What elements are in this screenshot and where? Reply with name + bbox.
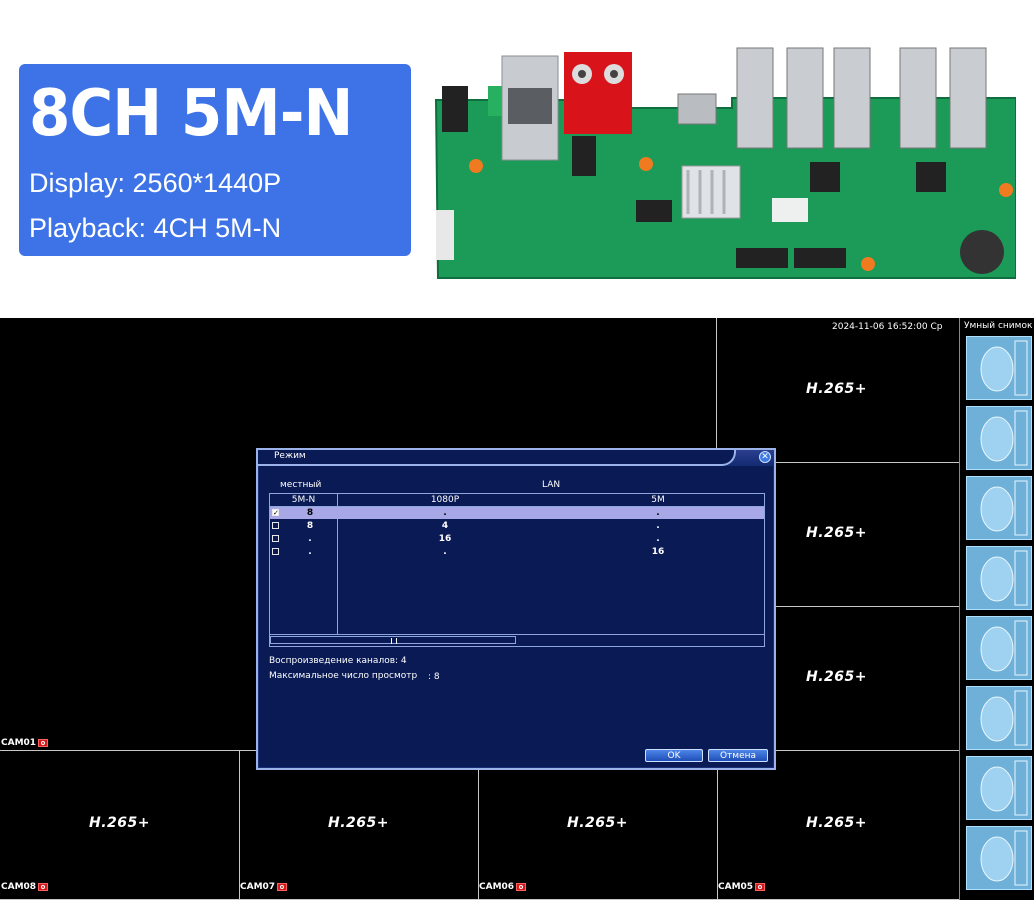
cell-5m: . xyxy=(656,521,660,531)
camera-name: CAM05 xyxy=(718,882,754,892)
column-header: 5M-N xyxy=(291,495,316,505)
camera-name: CAM08 xyxy=(1,882,37,892)
record-icon xyxy=(38,739,49,747)
row-checkbox[interactable] xyxy=(272,535,279,542)
cell-5m-n: . xyxy=(308,547,312,557)
codec-label: H.265+ xyxy=(806,525,867,541)
record-icon xyxy=(38,883,49,891)
scrollbar-thumb[interactable] xyxy=(270,636,516,644)
max-view-label: Максимальное число просмотр xyxy=(269,671,418,681)
playback-label-text: Воспроизведение каналов: xyxy=(269,656,399,666)
face-snapshot-thumbnail[interactable] xyxy=(966,336,1032,400)
smart-snapshot-title: Умный снимок xyxy=(964,321,1033,331)
header-divider xyxy=(270,506,764,507)
face-snapshot-thumbnail[interactable] xyxy=(966,406,1032,470)
smart-snapshot-panel xyxy=(959,318,1034,900)
camera-name: CAM06 xyxy=(479,882,515,892)
max-view-value: : 8 xyxy=(428,672,440,682)
row-checkbox[interactable] xyxy=(272,522,279,529)
cell-5m-n: 8 xyxy=(306,508,314,518)
face-snapshot-thumbnail[interactable] xyxy=(966,826,1032,890)
camera-name: CAM07 xyxy=(240,882,276,892)
promo-title: 8CH 5M-N xyxy=(29,77,353,151)
codec-label: H.265+ xyxy=(806,381,867,397)
codec-label: H.265+ xyxy=(89,815,150,831)
cell-5m: 16 xyxy=(651,547,665,557)
table-row[interactable]: . . 16 xyxy=(270,546,764,558)
mode-dialog: Режим ✕ местный LAN 5M-N 1080P 5M ✓ 8 . … xyxy=(256,448,776,770)
datetime-display: 2024-11-06 16:52:00 Ср xyxy=(832,322,943,332)
codec-label: H.265+ xyxy=(806,669,867,685)
camera-label-cam01: CAM01 xyxy=(1,738,49,748)
local-label: местный xyxy=(280,480,322,490)
row-checkbox[interactable] xyxy=(272,548,279,555)
promo-playback: Playback: 4CH 5M-N xyxy=(29,213,282,243)
lan-label: LAN xyxy=(542,480,561,490)
face-snapshot-thumbnail[interactable] xyxy=(966,616,1032,680)
table-row[interactable]: ✓ 8 . . xyxy=(270,507,764,519)
face-snapshot-thumbnail[interactable] xyxy=(966,546,1032,610)
column-divider xyxy=(337,494,338,634)
face-snapshot-thumbnail[interactable] xyxy=(966,476,1032,540)
dvr-monitor-screen: 2024-11-06 16:52:00 Ср H.265+ H.265+ H.2… xyxy=(0,318,1034,900)
record-icon xyxy=(755,883,766,891)
promo-display: Display: 2560*1440P xyxy=(29,168,282,198)
ok-button[interactable]: OK xyxy=(645,749,703,762)
camera-label-cam06: CAM06 xyxy=(479,882,527,892)
codec-label: H.265+ xyxy=(567,815,628,831)
cell-1080p: . xyxy=(443,508,447,518)
cell-1080p: . xyxy=(443,547,447,557)
face-snapshot-thumbnail[interactable] xyxy=(966,756,1032,820)
cell-5m-n: . xyxy=(308,534,312,544)
dialog-title: Режим xyxy=(274,451,306,461)
playback-channels-label: Воспроизведение каналов: 4 xyxy=(269,656,407,666)
close-icon[interactable]: ✕ xyxy=(759,451,771,463)
cell-5m-n: 8 xyxy=(306,521,314,531)
camera-name: CAM01 xyxy=(1,738,37,748)
cell-5m: . xyxy=(656,534,660,544)
table-row[interactable]: . 16 . xyxy=(270,533,764,545)
dvr-board-image xyxy=(434,47,1016,279)
cancel-button[interactable]: Отмена xyxy=(708,749,768,762)
table-row[interactable]: 8 4 . xyxy=(270,520,764,532)
camera-label-cam05: CAM05 xyxy=(718,882,766,892)
column-header: 1080P xyxy=(430,495,460,505)
record-icon xyxy=(277,883,288,891)
mode-table: 5M-N 1080P 5M ✓ 8 . . 8 4 . . 16 . xyxy=(269,493,765,647)
codec-label: H.265+ xyxy=(806,815,867,831)
promo-badge: 8CH 5M-N Display: 2560*1440P Playback: 4… xyxy=(19,64,411,256)
camera-label-cam08: CAM08 xyxy=(1,882,49,892)
cell-1080p: 4 xyxy=(441,521,449,531)
row-checkbox[interactable]: ✓ xyxy=(272,509,279,517)
cell-1080p: 16 xyxy=(438,534,452,544)
cell-5m: . xyxy=(656,508,660,518)
dialog-title-tab xyxy=(258,450,736,466)
record-icon xyxy=(516,883,527,891)
codec-label: H.265+ xyxy=(328,815,389,831)
playback-channels-value: 4 xyxy=(400,656,407,666)
camera-label-cam07: CAM07 xyxy=(240,882,288,892)
horizontal-scrollbar[interactable] xyxy=(270,634,764,647)
face-snapshot-thumbnail[interactable] xyxy=(966,686,1032,750)
column-header: 5M xyxy=(651,495,665,505)
scrollbar-grip-icon xyxy=(391,638,397,644)
